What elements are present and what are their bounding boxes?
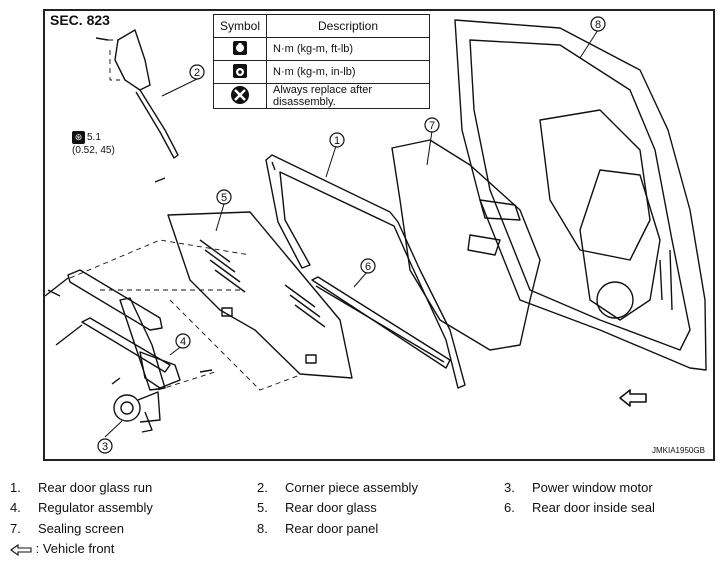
torque-value: 5.1 bbox=[87, 132, 101, 144]
callout-7 bbox=[424, 117, 440, 133]
callout-label-4: 4 bbox=[180, 336, 186, 348]
torque-nm-kgm-inlb-icon bbox=[233, 63, 247, 78]
vehicle-front-label: : Vehicle front bbox=[35, 541, 115, 556]
torque-spec: ⊛5.1 (0.52, 45) bbox=[72, 131, 115, 157]
diagram-frame bbox=[43, 9, 715, 461]
vehicle-front-note: : Vehicle front bbox=[10, 541, 114, 556]
part-item-1: 1.Rear door glass run bbox=[10, 480, 153, 495]
callout-label-3: 3 bbox=[102, 441, 108, 453]
part-item-2: 2.Corner piece assembly bbox=[257, 480, 418, 495]
callout-3 bbox=[97, 438, 113, 454]
torque-nm-kgm-ftlb-icon bbox=[233, 40, 247, 55]
part-item-8: 8.Rear door panel bbox=[257, 521, 379, 536]
regulator-assembly-drawing bbox=[44, 269, 213, 391]
callout-4 bbox=[175, 333, 191, 349]
callout-1 bbox=[329, 132, 345, 148]
callout-label-1: 1 bbox=[334, 135, 340, 147]
legend-header-symbol: Symbol bbox=[212, 14, 268, 38]
part-item-6: 6.Rear door inside seal bbox=[504, 500, 655, 515]
always-replace-icon bbox=[231, 85, 249, 104]
callout-5 bbox=[216, 189, 232, 205]
callout-label-2: 2 bbox=[194, 67, 200, 79]
callout-label-6: 6 bbox=[365, 261, 371, 273]
part-item-5: 5.Rear door glass bbox=[257, 500, 377, 515]
corner-piece-assembly-drawing bbox=[95, 29, 179, 183]
vehicle-front-legend-arrow-icon bbox=[10, 543, 32, 556]
rear-door-glass-drawing bbox=[167, 211, 353, 379]
callout-6 bbox=[360, 258, 376, 274]
callout-2 bbox=[189, 64, 205, 80]
section-label: SEC. 823 bbox=[50, 12, 110, 28]
figure-code: JMKIA1950GB bbox=[652, 446, 705, 455]
legend-desc-3: Always replace after disassembly. bbox=[266, 83, 431, 109]
rear-door-inside-seal-drawing bbox=[311, 276, 451, 369]
callout-label-5: 5 bbox=[221, 192, 227, 204]
callout-8 bbox=[590, 16, 606, 32]
symbol-legend: Symbol Description N·m (kg-m, ft-lb) N·m… bbox=[212, 14, 431, 109]
rear-door-glass-run-drawing bbox=[265, 154, 466, 389]
torque-detail: (0.52, 45) bbox=[72, 145, 115, 157]
callout-markers bbox=[97, 16, 606, 454]
legend-desc-2: N·m (kg-m, in-lb) bbox=[266, 60, 431, 84]
vehicle-front-arrow-icon bbox=[619, 389, 647, 407]
callout-label-8: 8 bbox=[595, 19, 601, 31]
legend-desc-1: N·m (kg-m, ft-lb) bbox=[266, 37, 431, 61]
rear-door-panel-drawing bbox=[454, 19, 707, 371]
part-item-3: 3.Power window motor bbox=[504, 480, 653, 495]
torque-icon: ⊛ bbox=[72, 131, 85, 144]
callout-label-7: 7 bbox=[429, 120, 435, 132]
part-item-7: 7.Sealing screen bbox=[10, 521, 124, 536]
power-window-motor-drawing bbox=[113, 391, 161, 433]
sealing-screen-drawing bbox=[391, 139, 541, 351]
part-item-4: 4.Regulator assembly bbox=[10, 500, 153, 515]
